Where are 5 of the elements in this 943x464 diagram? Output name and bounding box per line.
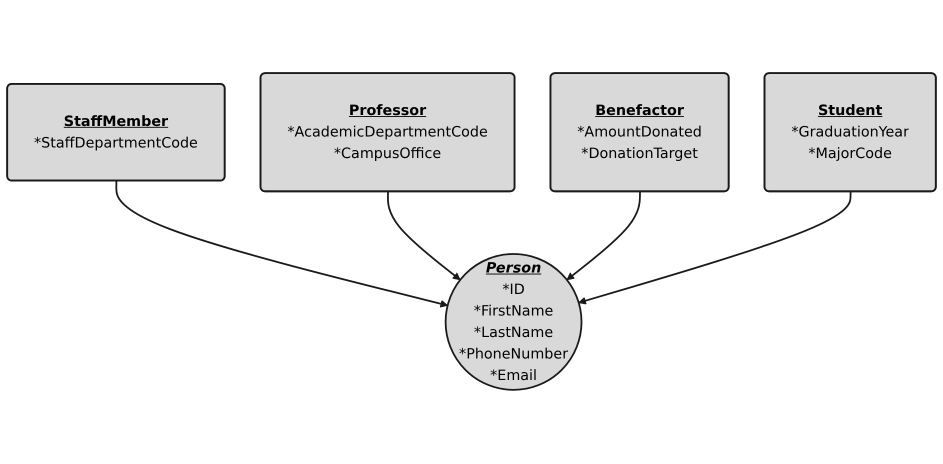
arrow: [387, 192, 461, 281]
arrow: [115, 181, 448, 308]
arrow: [566, 192, 641, 281]
arrow: [578, 192, 852, 305]
node-circle: Person *ID *FirstName *LastName *PhoneNumber *Email: [444, 254, 582, 392]
